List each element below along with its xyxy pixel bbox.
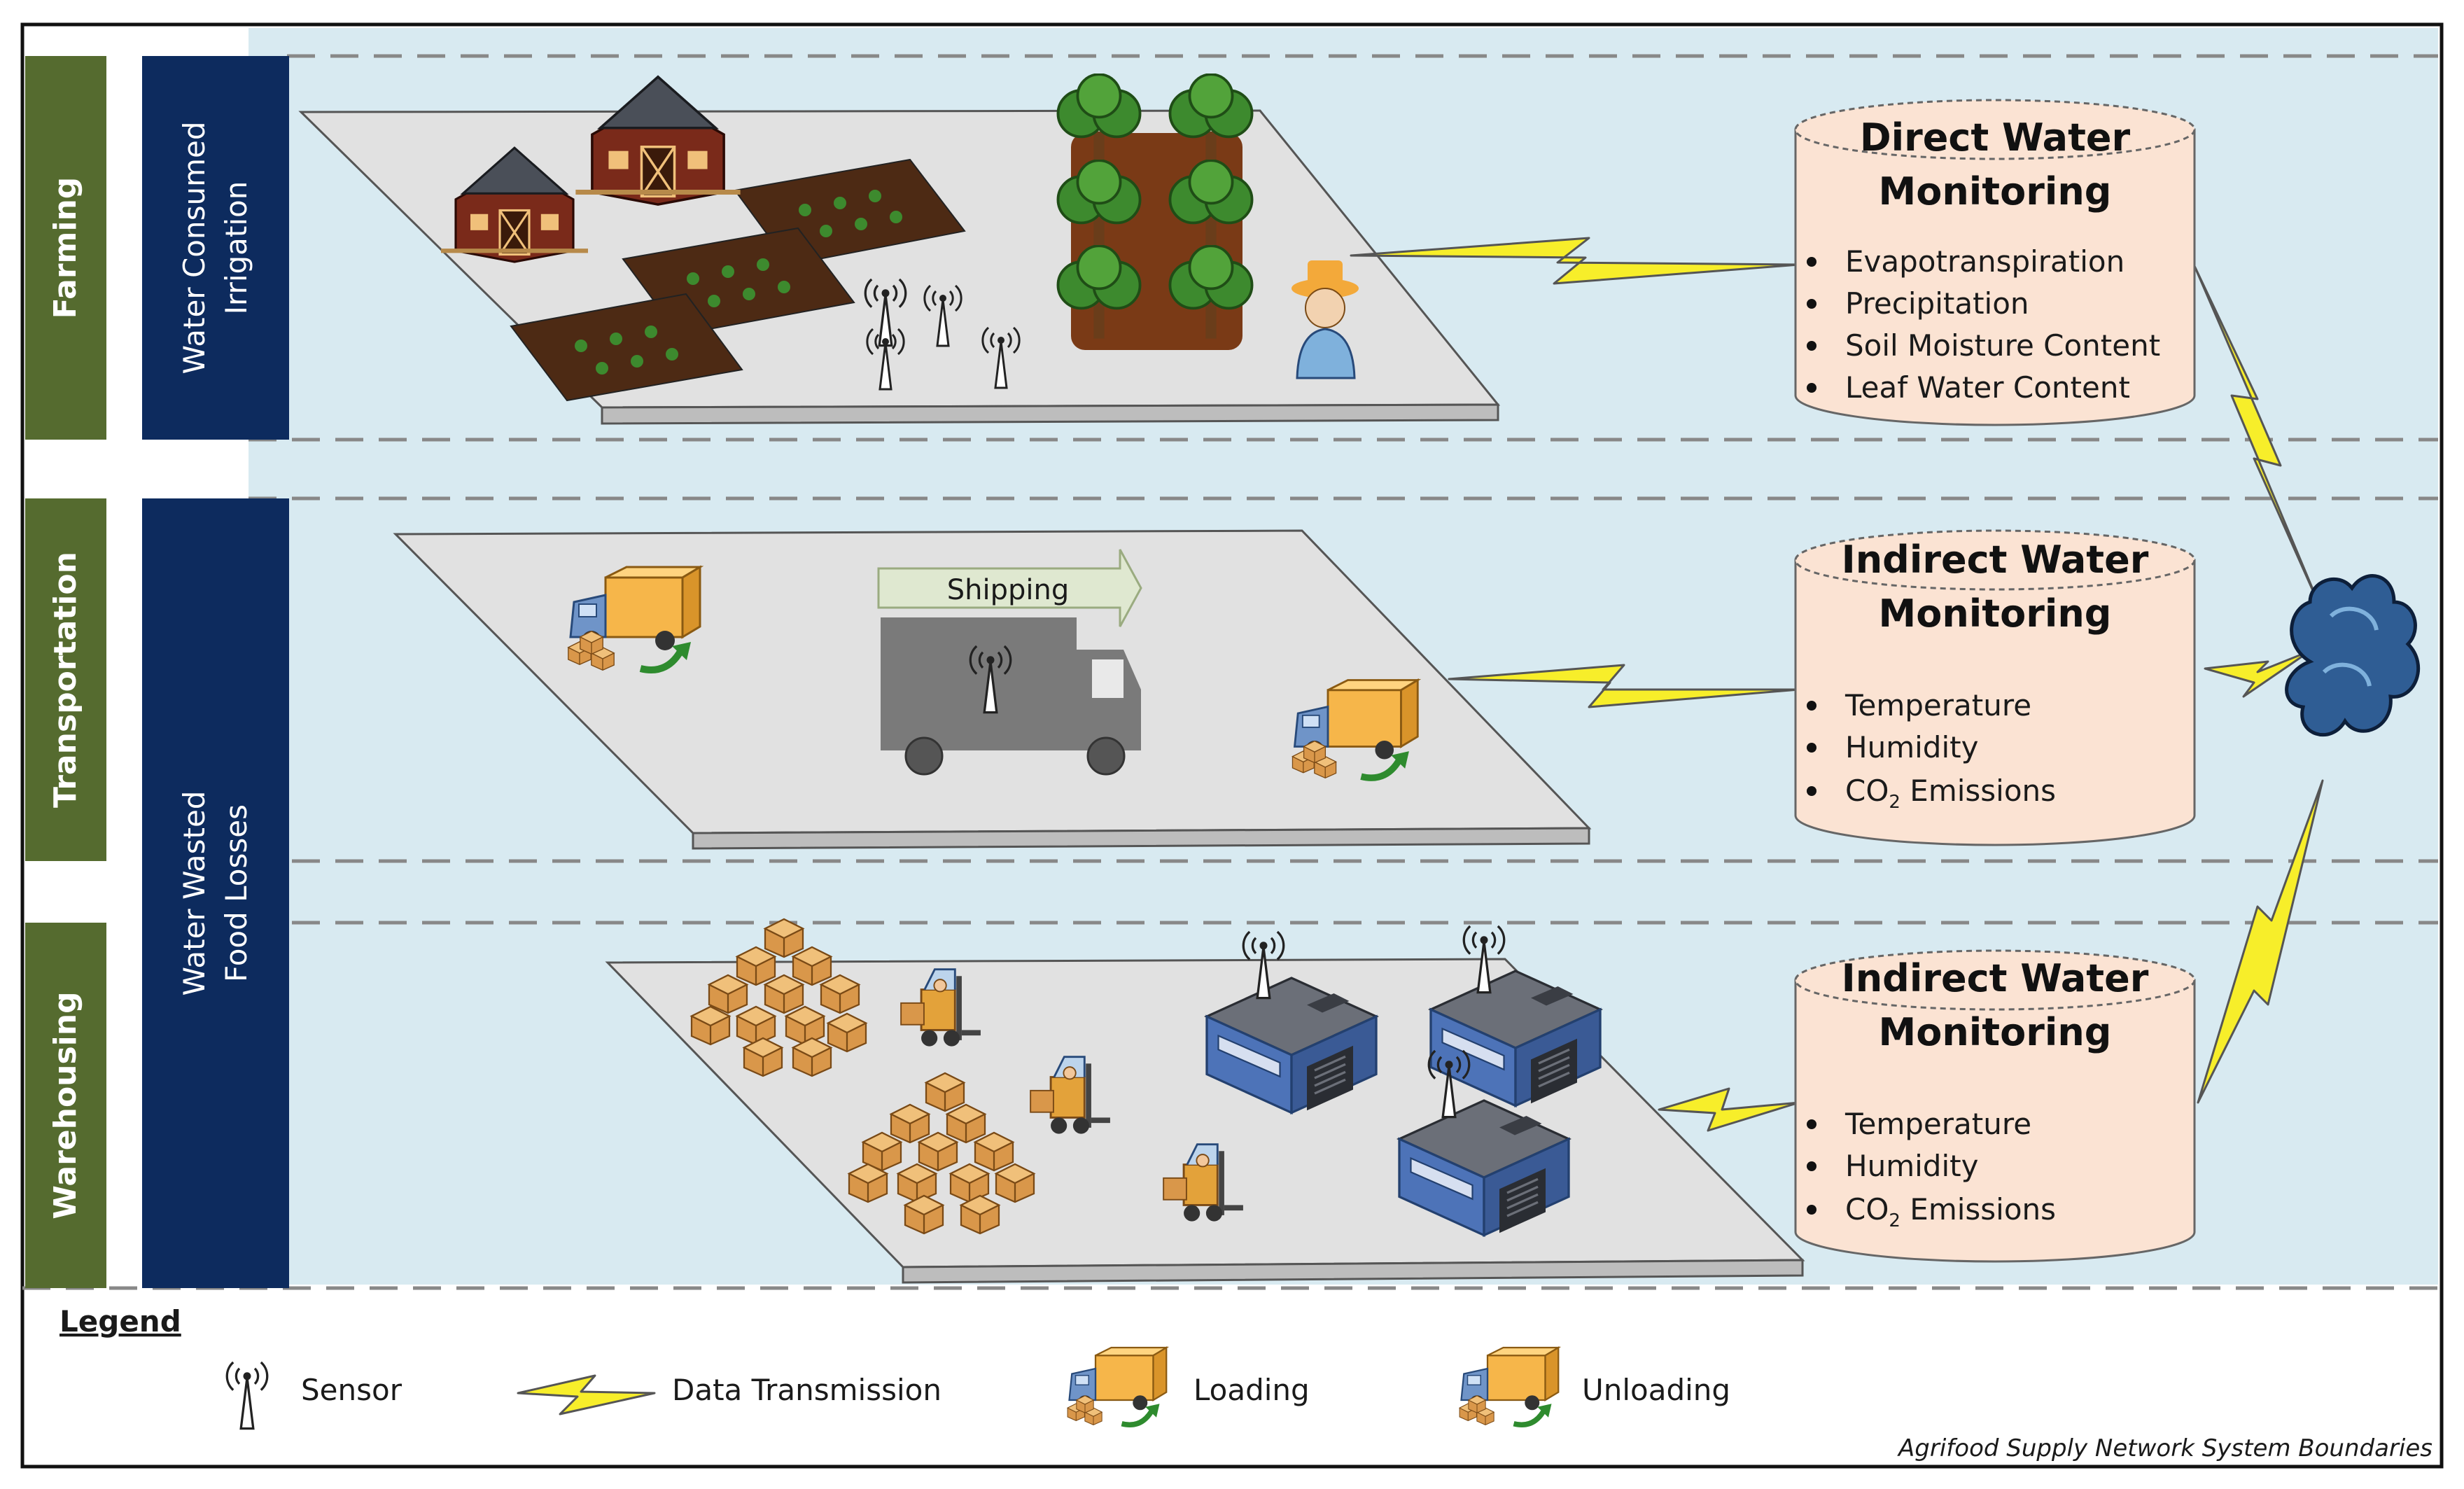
farming-bar <box>25 56 106 440</box>
stage-dividers <box>22 54 2438 1290</box>
direct-item: Precipitation <box>1845 286 2029 321</box>
shipping-arrow <box>877 549 1142 627</box>
indirect-item: Temperature <box>1844 688 2031 722</box>
direct-item: Leaf Water Content <box>1845 370 2130 405</box>
warehousing-bar <box>25 923 106 1288</box>
co2-item: CO2 Emissions <box>1845 774 2056 813</box>
direct-item: Evapotranspiration <box>1845 244 2124 279</box>
indirect-warehouse-items-list: Temperature Humidity CO2 Emissions <box>1807 1107 2056 1231</box>
indirect-warehouse-title-line2: Monitoring <box>1879 1010 2112 1054</box>
crop-fields <box>510 158 966 402</box>
transportation-bar <box>25 498 106 861</box>
orchard <box>1056 74 1254 350</box>
legend-sensor-label: Sensor <box>301 1373 402 1407</box>
direct-items-list: Evapotranspiration Precipitation Soil Mo… <box>1807 244 2160 405</box>
water-consumed-bar <box>142 56 289 440</box>
indirect-item: Humidity <box>1845 730 1978 764</box>
water-consumed-line1: Water Consumed <box>177 121 211 374</box>
farmer-icon <box>1292 260 1359 379</box>
water-wasted-line1: Water Wasted <box>177 791 211 996</box>
indirect-warehouse-cylinder <box>1794 949 2196 1263</box>
cloud-icon <box>2285 574 2421 737</box>
direct-item: Soil Moisture Content <box>1845 328 2160 363</box>
bolt-cloud-lower <box>2197 779 2324 1104</box>
legend-bolt-icon <box>517 1374 656 1415</box>
legend-loading-label: Loading <box>1194 1373 1310 1407</box>
direct-title-line2: Monitoring <box>1879 169 2112 214</box>
transportation-label: Transportation <box>48 552 83 808</box>
indirect-item: Temperature <box>1844 1107 2031 1141</box>
indirect-item: Humidity <box>1845 1149 1978 1183</box>
indirect-transport-cylinder <box>1794 529 2196 846</box>
footer-caption: Agrifood Supply Network System Boundarie… <box>1897 1434 2432 1462</box>
legend-title: Legend <box>59 1304 181 1338</box>
co2-item: CO2 Emissions <box>1845 1192 2056 1231</box>
indirect-transport-items-list: Temperature Humidity CO2 Emissions <box>1807 688 2056 813</box>
legend-unloading-label: Unloading <box>1582 1373 1730 1407</box>
indirect-transport-title-line2: Monitoring <box>1879 592 2112 636</box>
farming-label: Farming <box>48 177 83 319</box>
shipping-label: Shipping <box>947 574 1070 606</box>
warehousing-label: Warehousing <box>48 991 83 1219</box>
shipping-truck <box>881 617 1141 776</box>
indirect-transport-title-line1: Indirect Water <box>1842 538 2149 582</box>
direct-title-line1: Direct Water <box>1860 116 2131 160</box>
water-wasted-line2: Food Losses <box>219 804 253 982</box>
water-consumed-line2: Irrigation <box>219 181 253 315</box>
indirect-warehouse-title-line1: Indirect Water <box>1842 956 2149 1000</box>
legend-data-transmission-label: Data Transmission <box>672 1373 941 1407</box>
direct-monitoring-cylinder <box>1794 99 2196 426</box>
water-wasted-bar <box>142 498 289 1288</box>
